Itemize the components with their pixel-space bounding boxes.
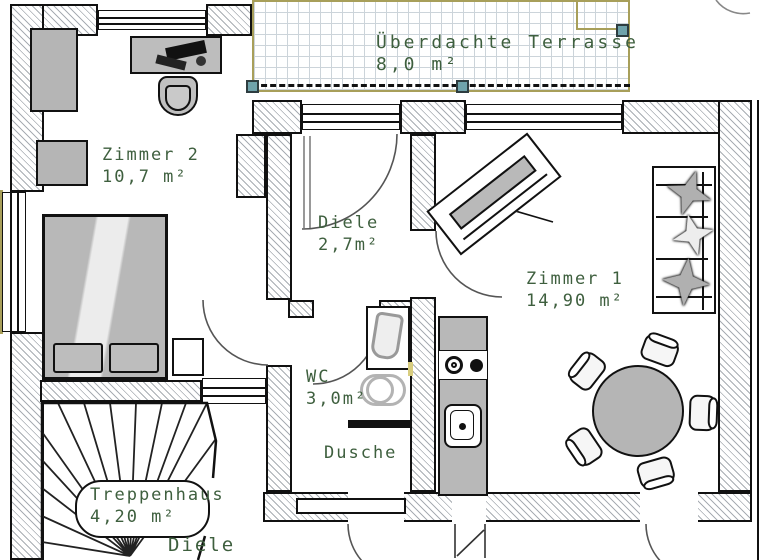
kitchen-sink-icon (444, 404, 482, 448)
cushion-icon (660, 256, 713, 309)
terrace-post-icon (246, 80, 259, 93)
terrace-post-icon (616, 24, 629, 37)
window-sill-line (0, 190, 3, 334)
facade-line (757, 100, 759, 560)
window-zimmer2-west (2, 192, 26, 332)
room-label-dusche: Dusche (324, 443, 398, 463)
wall-zimmer2-diele (236, 134, 266, 198)
roof-overhang-dashed-line (252, 84, 630, 87)
window-zimmer2-north (98, 10, 206, 30)
terrace-step-line (576, 28, 616, 30)
sideboard-icon (426, 132, 562, 256)
wall-niche (296, 498, 406, 514)
terrace-door (302, 104, 400, 130)
window-zimmer1-north (466, 104, 622, 130)
wall-top-mid (206, 4, 252, 36)
dining-chair-icon (638, 330, 682, 370)
cabinet-icon (36, 140, 88, 186)
wall-right-exterior (718, 100, 752, 492)
wall-under-terrace-a (252, 100, 302, 134)
wall-diele-west (266, 134, 292, 300)
wall-marker (408, 362, 413, 376)
dining-table-icon (592, 365, 684, 457)
wall-wc-west (266, 365, 292, 492)
pillow-icon (109, 343, 159, 373)
shower-divider-icon (348, 420, 410, 428)
terrace-area (252, 0, 630, 92)
dining-chair-icon (634, 454, 678, 492)
toilet-bowl-icon (366, 376, 394, 404)
wall-under-terrace-c (622, 100, 720, 134)
wall-wc-top-left (288, 300, 314, 318)
wall-stair-top (40, 380, 202, 402)
wardrobe-icon (30, 28, 78, 112)
cooktop-icon (438, 350, 488, 380)
mouse-icon (196, 56, 206, 66)
dining-chair-icon (688, 394, 719, 432)
nightstand-icon (172, 338, 204, 376)
room-label-diele-unten: Diele (168, 534, 236, 556)
wall-under-terrace-b (400, 100, 466, 134)
desk-chair-icon (158, 76, 198, 116)
door-opening (640, 490, 698, 524)
wall-left-lower (10, 332, 44, 560)
double-bed-icon (42, 214, 168, 380)
terrace-post-icon (456, 80, 469, 93)
washbasin-icon (369, 311, 405, 361)
door-hall-stairs (202, 378, 266, 404)
wall-center-column (410, 297, 436, 492)
pillow-icon (53, 343, 103, 373)
desk-icon (130, 36, 222, 74)
terrace-step-line (576, 2, 578, 30)
washbasin-niche (366, 306, 410, 370)
